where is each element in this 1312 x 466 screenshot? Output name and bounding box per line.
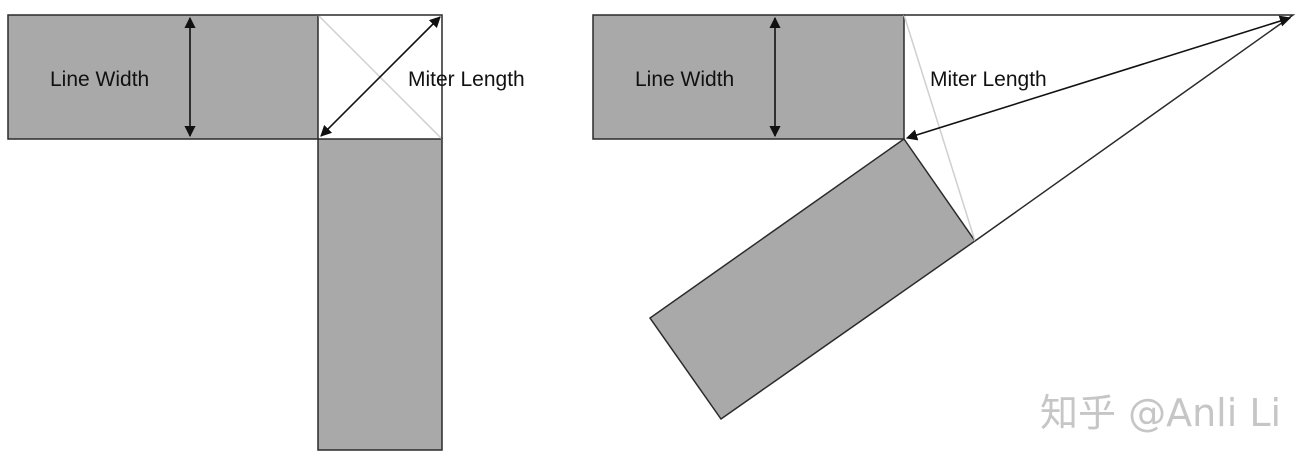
left-horizontal-bar [7,14,319,140]
left-miter-length-arrow [320,16,441,137]
right-angled-bar [648,137,977,421]
left-panel: Line Width Miter Length [7,14,525,451]
left-miter-length-label: Miter Length [408,68,525,91]
left-miter-corner-outline [318,14,443,139]
left-line-width-label: Line Width [50,68,149,91]
right-miter-length-arrow [905,15,1292,141]
right-panel: Line Width Miter Length [592,14,1296,421]
right-horizontal-bar [592,14,905,140]
right-miter-length-label: Miter Length [930,68,1047,91]
left-vertical-bar [317,138,443,451]
right-miter-tip-outline [904,14,1296,242]
right-line-width-label: Line Width [635,68,734,91]
watermark-text: 知乎 @Anli Li [1040,391,1281,435]
